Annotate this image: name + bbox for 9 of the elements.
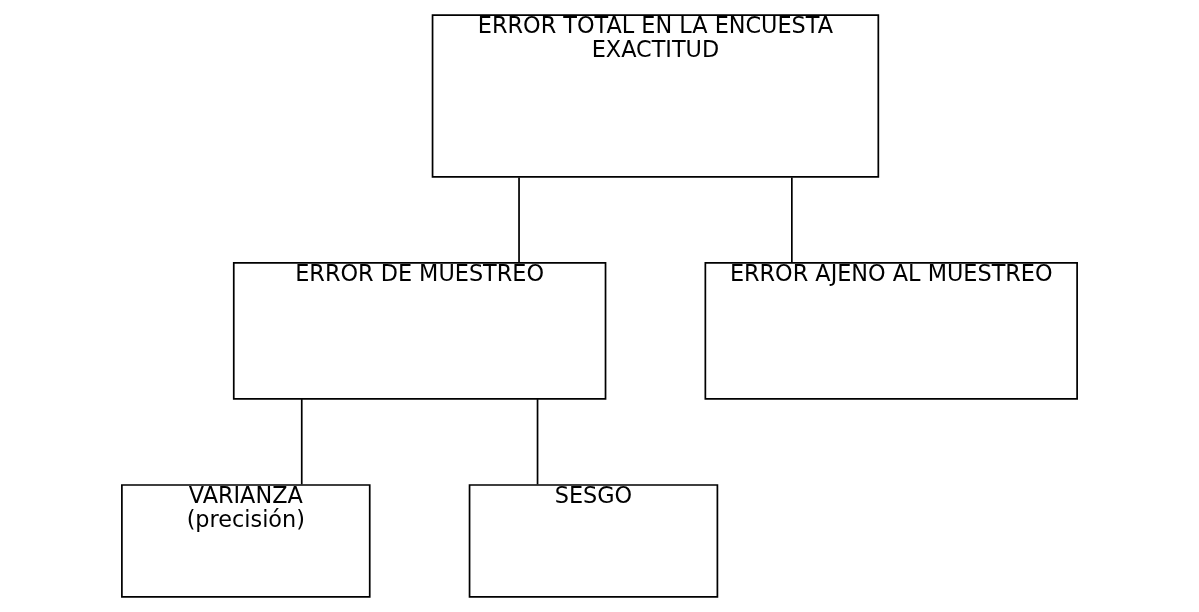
node-box: VARIANZA (precisión) [121, 484, 371, 598]
connector [518, 176, 520, 264]
node-box: ERROR DE MUESTREO [232, 262, 607, 400]
connector [791, 176, 793, 264]
connector [300, 398, 303, 486]
node-box: SESGO [468, 484, 719, 598]
node-box: ERROR TOTAL EN LA ENCUESTA EXACTITUD [431, 14, 880, 178]
node-box: ERROR AJENO AL MUESTREO [704, 262, 1078, 400]
connector [536, 398, 539, 486]
